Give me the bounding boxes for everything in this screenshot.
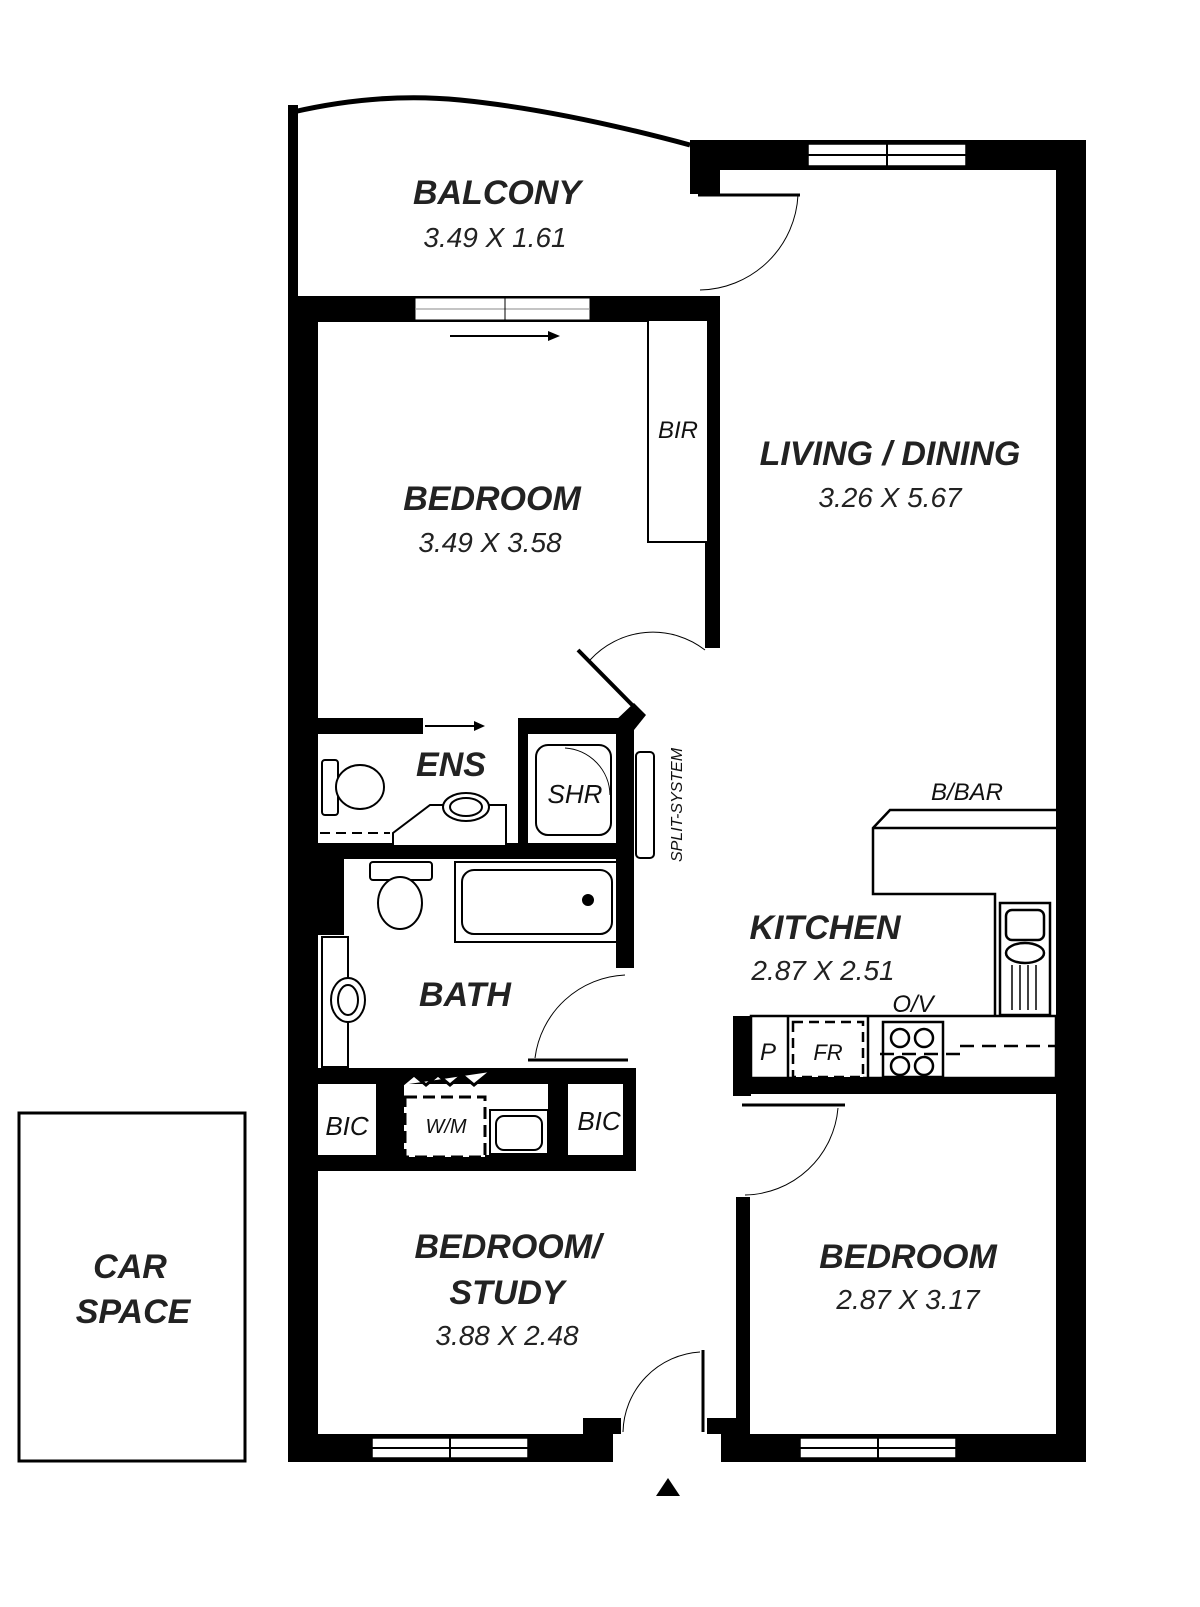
room-name-bedroom-2: BEDROOM [819,1238,997,1276]
room-dims-balcony: 3.49 X 1.61 [423,222,566,253]
label-bir: BIR [658,417,698,444]
entry-door[interactable] [613,1350,721,1496]
label-fridge: FR [813,1040,842,1065]
window-bedroom-top-sliding [414,297,591,321]
bath-fixtures [321,861,618,1159]
room-name-bedroom-study-line2: STUDY [449,1274,568,1312]
bath-door [528,974,628,1062]
label-split-system: SPLIT-SYSTEM [669,747,686,862]
entry-arrow-icon [656,1478,680,1496]
interior-walls [318,296,1086,1462]
balcony-outline [288,95,691,300]
label-bic-left: BIC [325,1111,369,1141]
window-study-bottom [371,1437,529,1459]
room-name-balcony: BALCONY [413,174,584,212]
label-shower: SHR [548,779,603,809]
bedroom2-door [742,1103,845,1196]
car-space-label-line1: CAR [93,1248,167,1286]
room-name-bath: BATH [419,976,512,1014]
room-dims-kitchen: 2.87 X 2.51 [750,955,894,986]
label-breakfast-bar: B/BAR [931,779,1003,806]
car-space-label-line2: SPACE [76,1293,192,1331]
windows [371,143,967,1459]
room-name-bedroom-study-line1: BEDROOM/ [415,1228,606,1266]
window-bedroom2-bottom [799,1437,957,1459]
bedroom-door [576,631,706,718]
room-dims-bedroom-study: 3.88 X 2.48 [435,1320,579,1351]
label-bic-right: BIC [577,1106,621,1136]
fixture-labels: BIR SHR SPLIT-SYSTEM B/BAR O/V P FR W/M … [325,417,1003,1141]
room-name-ensuite: ENS [416,746,486,784]
ensuite-fixtures [320,744,655,859]
kitchen-fixtures [749,808,1058,1080]
label-pantry: P [760,1039,776,1066]
room-name-kitchen: KITCHEN [749,909,902,947]
room-dims-bedroom-2: 2.87 X 3.17 [835,1284,981,1315]
room-name-bedroom-1: BEDROOM [403,480,581,518]
car-space: CAR SPACE [17,1111,247,1463]
room-dims-living-dining: 3.26 X 5.67 [818,482,963,513]
sliding-door-arrowhead [548,331,560,341]
label-oven: O/V [892,991,935,1018]
window-living-top [807,143,967,167]
ensuite-arrowhead [474,721,485,731]
room-dims-bedroom-1: 3.49 X 3.58 [418,527,562,558]
label-washing-machine: W/M [425,1116,466,1138]
balcony-door [698,193,800,291]
room-labels: BALCONY 3.49 X 1.61 BEDROOM 3.49 X 3.58 … [403,174,1020,1351]
room-name-living-dining: LIVING / DINING [760,435,1021,473]
